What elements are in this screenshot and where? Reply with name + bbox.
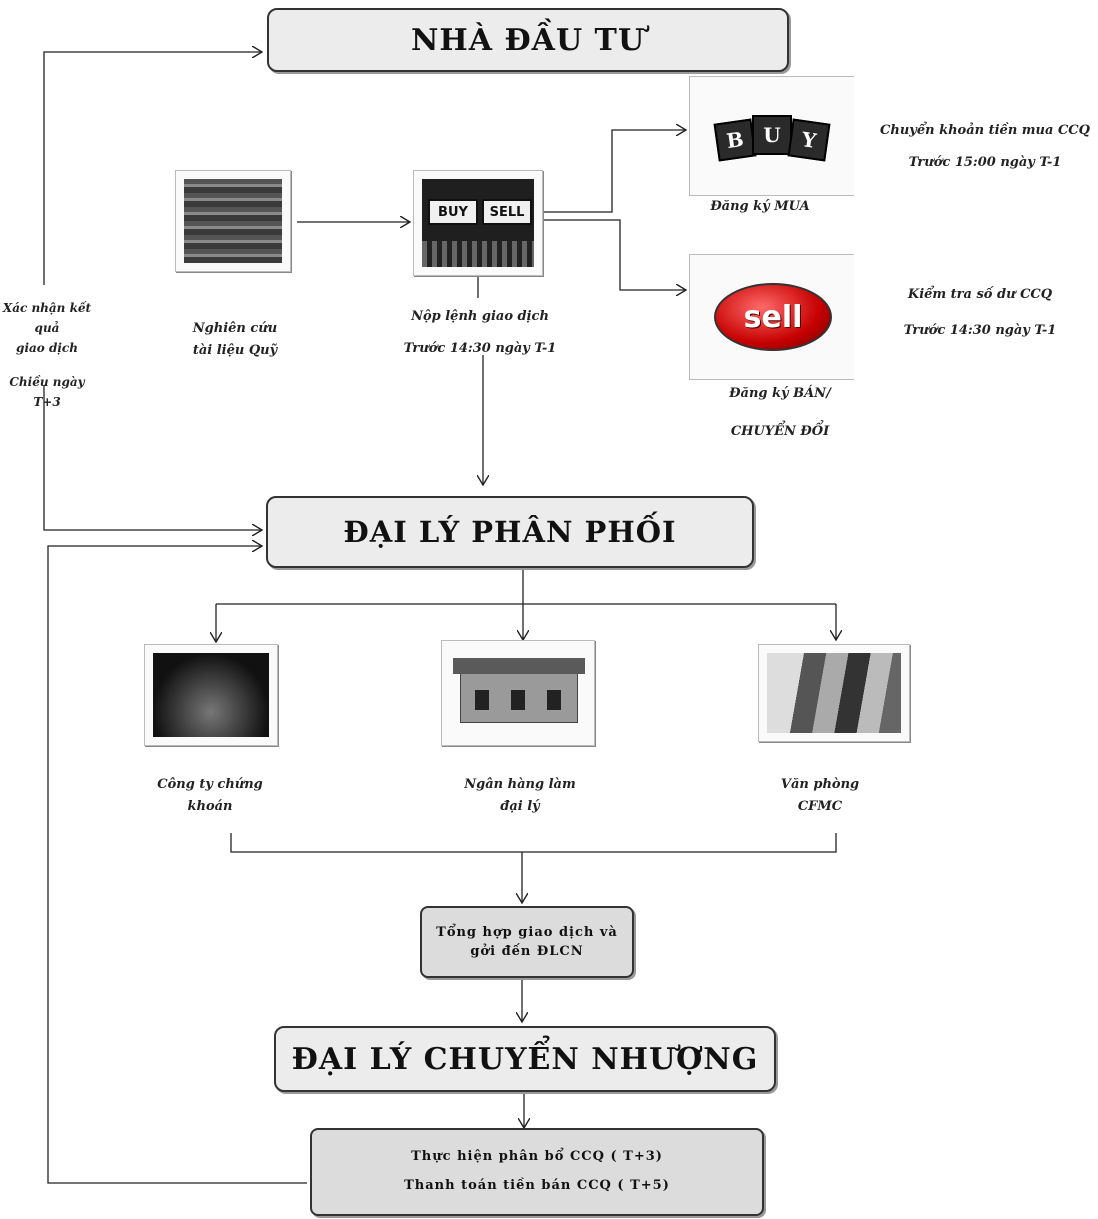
research-label: Nghiên cứu tài liệu Quỹ <box>192 321 278 358</box>
summary-line1: Tổng hợp giao dịch và <box>436 924 618 940</box>
transfer-agent-title: ĐẠI LÝ CHUYỂN NHƯỢNG <box>291 1041 759 1077</box>
buy-caption: Đăng ký MUA <box>710 199 810 214</box>
distributor-title: ĐẠI LÝ PHÂN PHỐI <box>343 515 677 549</box>
summary-line2: gởi đến ĐLCN <box>470 944 584 959</box>
sell-caption: Đăng ký BÁN/ CHUYỂN ĐỔI <box>729 386 831 439</box>
summary-box: Tổng hợp giao dịch và gởi đến ĐLCN <box>420 906 634 978</box>
investor-title: NHÀ ĐẦU TƯ <box>410 22 646 58</box>
allocation-box: Thực hiện phân bổ CCQ ( T+3) Thanh toán … <box>310 1128 764 1216</box>
agent-bank-image <box>441 640 595 746</box>
sell-button-text: sell <box>743 299 803 335</box>
cfmc-office-label: Văn phòng CFMC <box>780 777 860 814</box>
confirm-result-label: Xác nhận kết quả giao dịch Chiều ngày T+… <box>2 301 92 409</box>
order-image: BUY SELL <box>413 170 543 276</box>
arrow-confirm-to-investor <box>43 52 262 285</box>
sell-button-graphic: sell <box>714 283 832 351</box>
research-image <box>175 170 291 272</box>
agent-bank-label: Ngân hàng làm đại lý <box>464 777 576 814</box>
buy-image: B U Y <box>689 76 854 196</box>
sell-sign: SELL <box>482 199 532 225</box>
investor-header: NHÀ ĐẦU TƯ <box>267 8 789 72</box>
arrow-order-to-buy <box>543 130 686 213</box>
allocation-line1: Thực hiện phân bổ CCQ ( T+3) <box>411 1149 663 1165</box>
distributor-header: ĐẠI LÝ PHÂN PHỐI <box>266 496 754 568</box>
securities-company-image <box>144 644 278 746</box>
arrow-confirm-to-distributor <box>43 385 262 530</box>
arrow-order-to-sell <box>543 219 686 290</box>
order-label: Nộp lệnh giao dịch Trước 14:30 ngày T-1 <box>403 309 557 356</box>
sell-image: sell <box>689 254 854 380</box>
cube-letter-y: Y <box>787 118 831 162</box>
cfmc-office-image <box>758 644 910 742</box>
cube-letter-b: B <box>713 118 757 162</box>
buy-sign: BUY <box>428 199 478 225</box>
sell-note: Kiểm tra số dư CCQ Trước 14:30 ngày T-1 <box>903 287 1057 338</box>
buy-note: Chuyển khoản tiền mua CCQ Trước 15:00 ng… <box>880 123 1090 170</box>
arrow-allocation-to-distributor <box>47 546 307 1184</box>
securities-company-label: Công ty chứng khoán <box>157 777 263 814</box>
cube-letter-u: U <box>752 115 792 155</box>
allocation-line2: Thanh toán tiền bán CCQ ( T+5) <box>404 1178 670 1193</box>
transfer-agent-header: ĐẠI LÝ CHUYỂN NHƯỢNG <box>274 1026 776 1092</box>
